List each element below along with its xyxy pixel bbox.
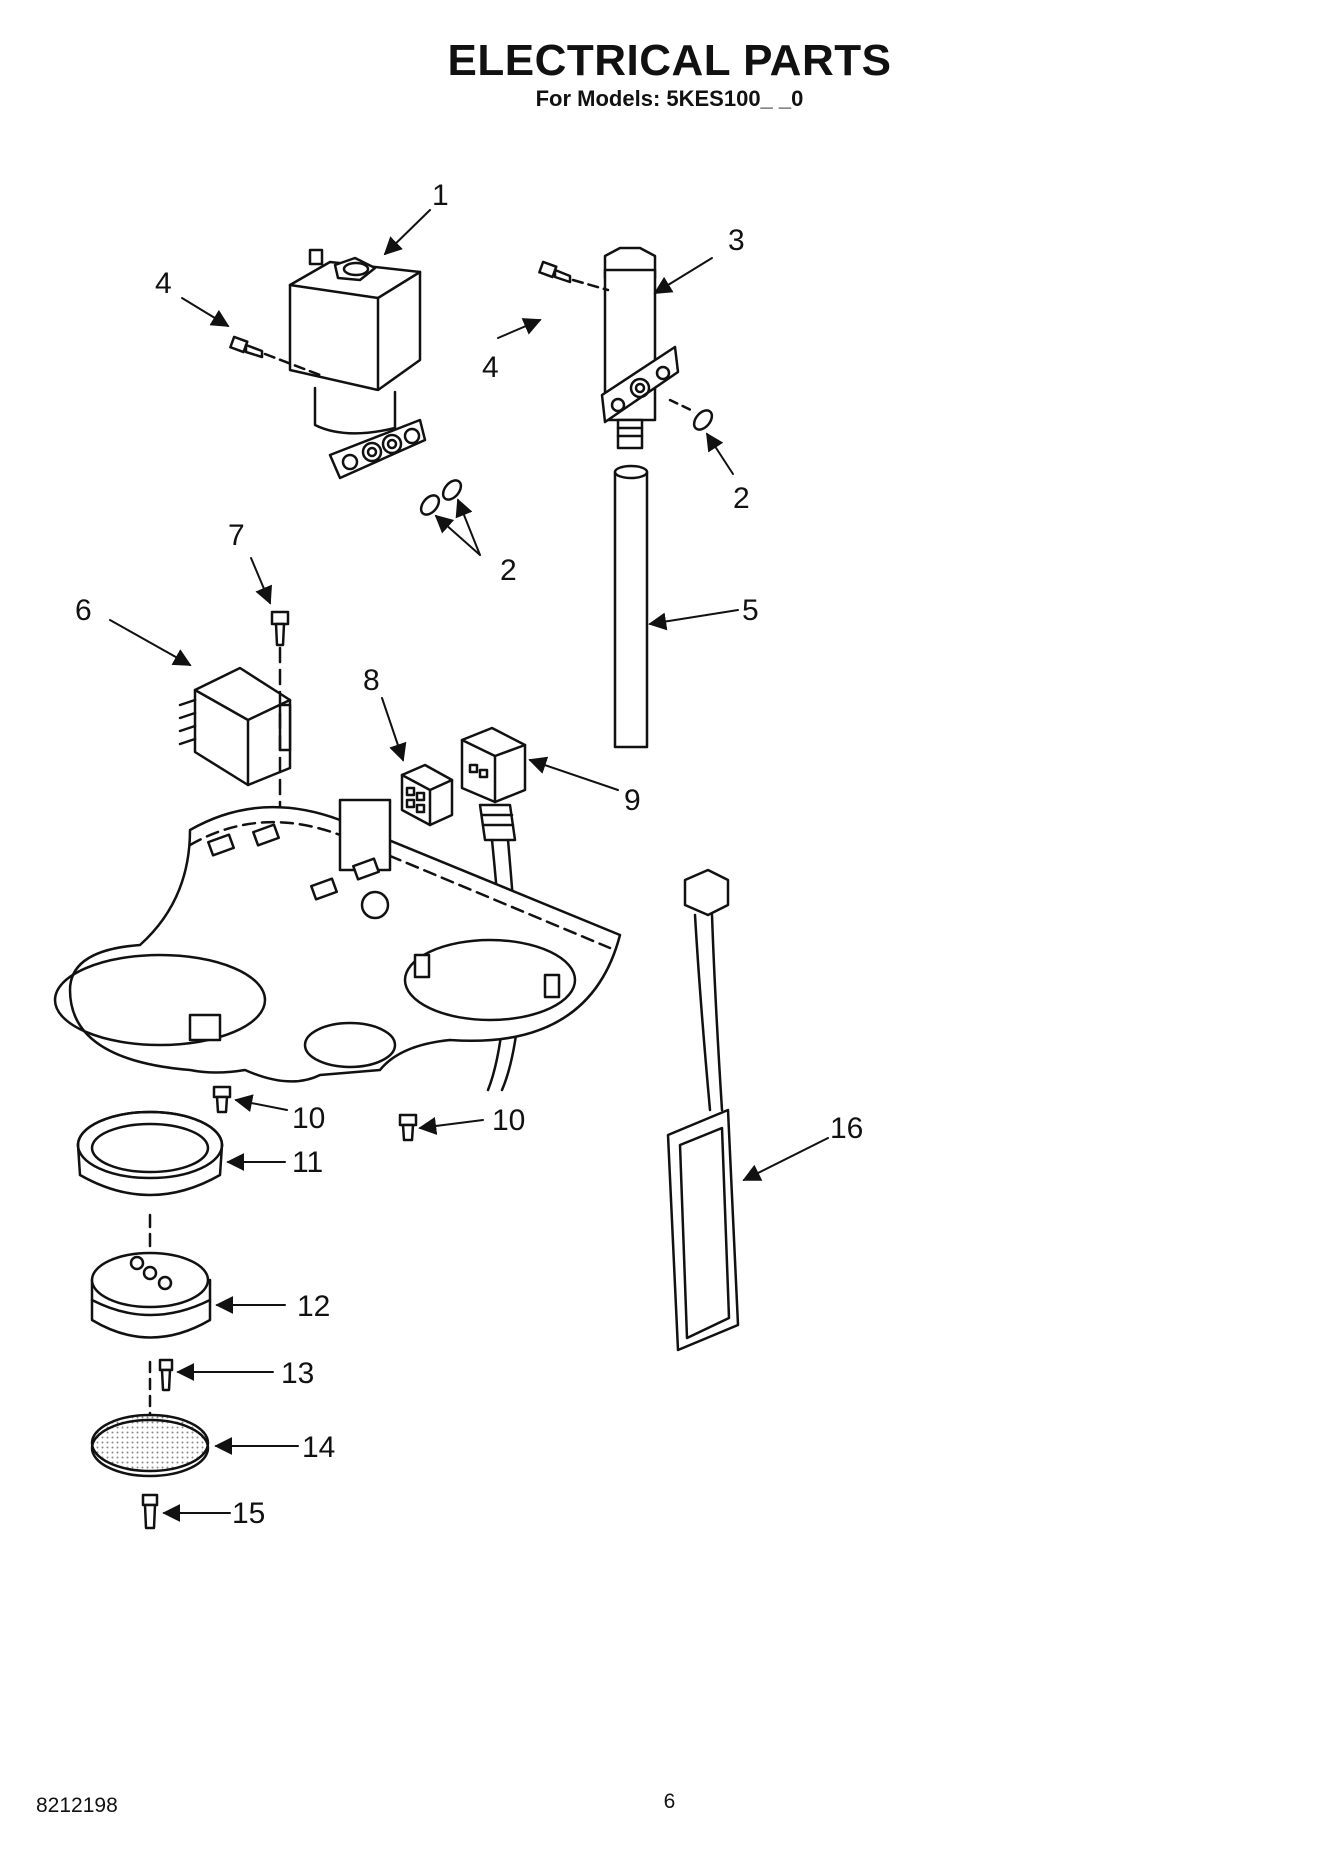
callout-8: 8	[363, 664, 380, 697]
heating-element-part	[600, 246, 714, 450]
callout-2: 2	[733, 482, 750, 515]
model-subtitle: For Models: 5KES100_ _0	[535, 86, 804, 111]
callout-16: 16	[830, 1112, 863, 1145]
callout-14: 14	[302, 1431, 335, 1464]
callout-4: 4	[155, 267, 172, 300]
thermostat-probe-part	[666, 868, 740, 1352]
page-title: ELECTRICAL PARTS	[447, 36, 892, 85]
callout-11: 11	[292, 1146, 323, 1179]
callout-10: 10	[492, 1104, 525, 1137]
screw-part	[270, 610, 290, 647]
screw-part	[212, 1085, 232, 1114]
tube-part	[613, 464, 649, 749]
housing-part	[90, 1251, 212, 1339]
transformer-part	[178, 666, 292, 787]
callout-3: 3	[728, 224, 745, 257]
solenoid-valve-part	[288, 248, 463, 516]
base-board-part	[53, 798, 622, 1083]
screw-part	[538, 260, 572, 284]
callout-7: 7	[228, 519, 245, 552]
callout-4: 4	[482, 351, 499, 384]
callout-10: 10	[292, 1102, 325, 1135]
callout-6: 6	[75, 594, 92, 627]
screw-part	[158, 1358, 174, 1392]
document-number: 8212198	[36, 1794, 118, 1817]
callout-labels: 1 2 2 3 4 4 5 6 7 8 9 10 10 11 12 13 14 …	[75, 179, 863, 1530]
power-cord-part	[460, 726, 527, 1092]
callout-9: 9	[624, 784, 641, 817]
gasket-ring-part	[76, 1110, 224, 1197]
page-number: 6	[663, 1790, 676, 1813]
mesh-disc-part	[90, 1413, 210, 1478]
callout-5: 5	[742, 594, 759, 627]
leader-lines	[109, 209, 829, 1522]
screw-part	[229, 335, 264, 359]
callout-15: 15	[232, 1497, 265, 1530]
callout-13: 13	[281, 1357, 314, 1390]
callout-1: 1	[432, 179, 449, 212]
switch-part	[400, 763, 454, 827]
screw-part	[141, 1493, 159, 1530]
callout-2: 2	[500, 554, 517, 587]
screw-part	[398, 1113, 418, 1142]
callout-12: 12	[297, 1290, 330, 1323]
